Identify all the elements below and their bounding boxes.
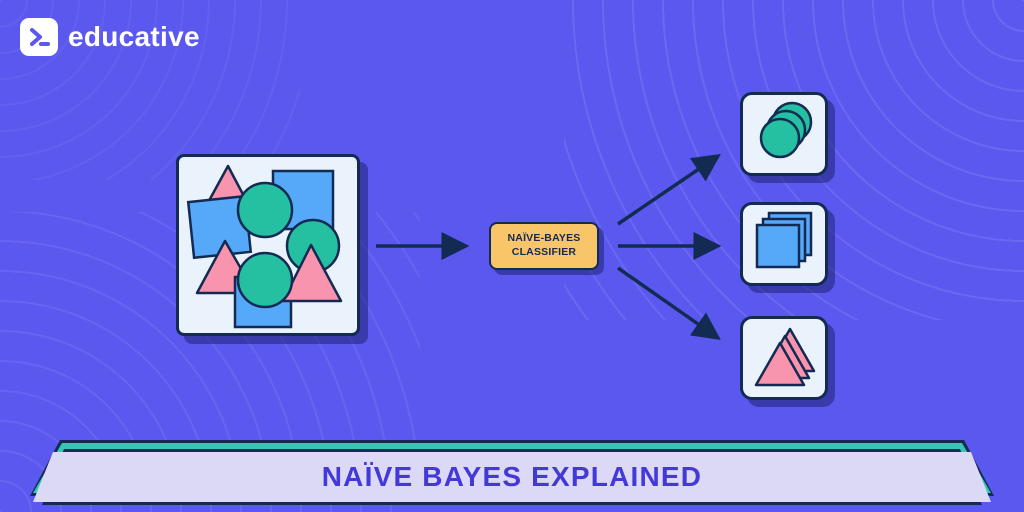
green-circle-shape (236, 181, 294, 239)
brand-logo: educative (20, 18, 200, 56)
terminal-prompt-icon (20, 18, 58, 56)
green-circles-stack-icon (759, 101, 813, 159)
pink-triangle-shape (281, 243, 343, 303)
classifier-label-line1: NAÏVE-BAYES (507, 232, 581, 245)
banner-bar: NAÏVE BAYES EXPLAINED (33, 452, 991, 502)
blue-squares-stack-icon (755, 211, 813, 269)
arrow-classifier-to-triangles (616, 266, 721, 341)
classifier-label-line2: CLASSIFIER (511, 246, 577, 258)
title-banner: NAÏVE BAYES EXPLAINED (30, 449, 994, 505)
output-card-circles (740, 92, 828, 176)
input-shapes-card (176, 154, 360, 336)
green-circle-shape (236, 251, 294, 309)
mixed-shapes-illustration (186, 164, 343, 329)
classifier-box: NAÏVE-BAYES CLASSIFIER (489, 222, 599, 270)
arrow-classifier-to-circles (617, 154, 721, 226)
output-card-triangles (740, 316, 828, 400)
banner-title-text: NAÏVE BAYES EXPLAINED (321, 461, 703, 492)
output-card-squares (740, 202, 828, 286)
pink-triangles-stack-icon (754, 327, 816, 387)
brand-name: educative (68, 21, 200, 52)
